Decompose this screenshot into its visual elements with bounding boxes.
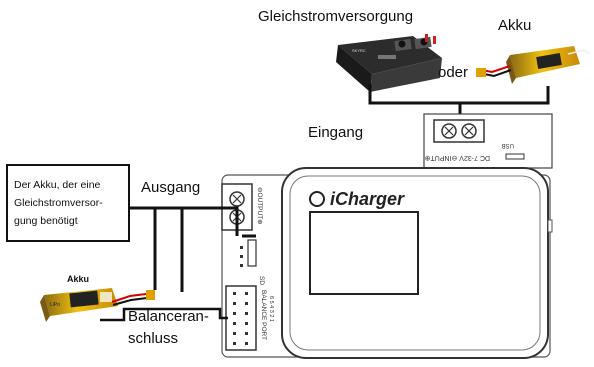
power-supply-image: SKYRC bbox=[336, 34, 442, 92]
sd-label: SD bbox=[258, 276, 265, 285]
battery-decal: LiPo bbox=[50, 302, 60, 308]
input-label: Eingang bbox=[308, 124, 363, 141]
input-port-label: DC 7-32V ⊖INPUT⊕ bbox=[424, 154, 490, 161]
battery-small-label: Akku bbox=[67, 274, 89, 284]
usb-label: USB bbox=[502, 142, 514, 148]
note-line-2: Gleichstromversor- bbox=[14, 194, 122, 212]
power-supply-label: Gleichstromversorgung bbox=[258, 8, 413, 25]
balance-label-line-2: schluss bbox=[128, 328, 209, 350]
battery-top-image bbox=[476, 46, 590, 84]
brand-logo: iCharger bbox=[330, 189, 405, 209]
note-line-1: Der Akku, der eine bbox=[14, 176, 122, 194]
output-port-label: ⊖OUTPUT⊕ bbox=[256, 187, 263, 225]
balance-port-label: BALANCE PORT bbox=[260, 290, 267, 340]
note-line-3: gung benötigt bbox=[14, 212, 122, 230]
input-port: DC 7-32V ⊖INPUT⊕ USB bbox=[424, 114, 552, 168]
balance-pin-numbers: 6 5 4 3 2 1 bbox=[268, 296, 274, 322]
output-label: Ausgang bbox=[141, 179, 200, 196]
charger-body: iCharger bbox=[222, 168, 552, 358]
battery-top-label: Akku bbox=[498, 17, 531, 34]
or-label: oder bbox=[438, 64, 468, 81]
note-box: Der Akku, der eine Gleichstromversor- gu… bbox=[6, 164, 130, 242]
balance-connection-label: Balanceran- schluss bbox=[128, 306, 209, 350]
balance-label-line-1: Balanceran- bbox=[128, 306, 209, 328]
power-unit-brand: SKYRC bbox=[352, 48, 366, 53]
